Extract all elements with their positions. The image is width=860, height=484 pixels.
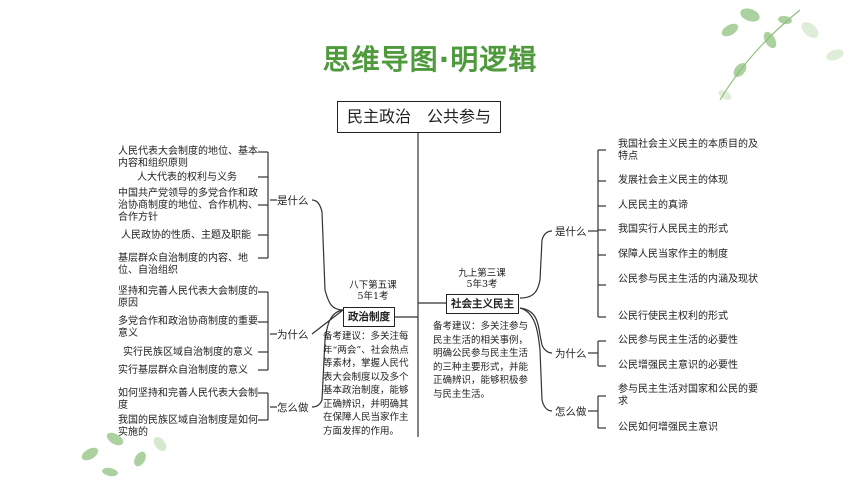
left-why-label: 为什么: [277, 329, 309, 341]
root-node: 民主政治 公共参与: [337, 101, 501, 133]
left-how-item: 我国的民族区域自治制度是如何实施的: [118, 415, 258, 438]
right-what-item: 我国实行人民民主的形式: [618, 224, 728, 235]
right-why-label: 为什么: [555, 348, 587, 360]
left-why-item: 坚持和完善人民代表大会制度的原因: [118, 286, 258, 309]
page-title: 思维导图·明逻辑: [322, 43, 538, 76]
leaf-decoration-top-right: [718, 8, 844, 101]
right-what-item: 人民民主的真谛: [618, 200, 688, 211]
right-what-item: 公民参与民主生活的内涵及现状: [618, 274, 758, 285]
left-study-note: 备考建议：多关注每年“两会”、社会热点等素材，掌握人民代表大会制度以及多个基本政…: [323, 331, 409, 437]
right-what-label: 是什么: [555, 226, 587, 238]
left-what-item: 人民代表大会制度的地位、基本内容和组织原则: [118, 146, 258, 169]
left-what-label: 是什么: [277, 195, 309, 207]
right-course-label: 九上第三课 5年3考: [447, 268, 517, 290]
right-what-item: 我国社会主义民主的本质目的及特点: [618, 139, 758, 162]
left-how-item: 如何坚持和完善人民代表大会制度: [118, 388, 258, 411]
right-what-item: 公民行使民主权利的形式: [618, 311, 728, 322]
right-why-item: 公民参与民主生活的必要性: [618, 335, 738, 346]
right-why-item: 公民增强民主意识的必要性: [618, 360, 738, 371]
right-study-note: 备考建议：多关注参与民主生活的相关事例，明确公民参与民主生活的三种主要形式，并能…: [433, 321, 529, 400]
right-what-item: 保障人民当家作主的制度: [618, 249, 728, 260]
left-what-item: 基层群众自治制度的内容、地位、自治组织: [118, 253, 248, 276]
left-what-item: 中国共产党领导的多党合作和政治协商制度的地位、合作机构、合作方针: [118, 188, 258, 223]
left-what-item: 人大代表的权利与义务: [137, 172, 237, 183]
right-course: 九上第三课: [458, 268, 506, 279]
right-exam-count: 5年3考: [466, 279, 498, 290]
left-course-label: 八下第五课 5年1考: [338, 280, 408, 302]
leaf-decoration-bottom-left: [81, 432, 167, 477]
left-how-label: 怎么做: [277, 402, 309, 414]
right-how-label: 怎么做: [555, 406, 587, 418]
left-topic-node: 政治制度: [343, 307, 395, 327]
left-why-item: 实行民族区域自治制度的意义: [123, 347, 253, 358]
left-course: 八下第五课: [349, 280, 397, 291]
left-what-item: 人民政协的性质、主题及职能: [121, 230, 251, 241]
right-how-item: 参与民主生活对国家和公民的要求: [618, 384, 758, 407]
right-how-item: 公民如何增强民主意识: [618, 422, 718, 433]
right-topic-node: 社会主义民主: [446, 294, 519, 314]
left-why-item: 多党合作和政治协商制度的重要意义: [118, 316, 258, 339]
left-why-item: 实行基层群众自治制度的意义: [118, 365, 248, 376]
left-exam-count: 5年1考: [357, 291, 389, 302]
right-what-item: 发展社会主义民主的体现: [618, 175, 728, 186]
